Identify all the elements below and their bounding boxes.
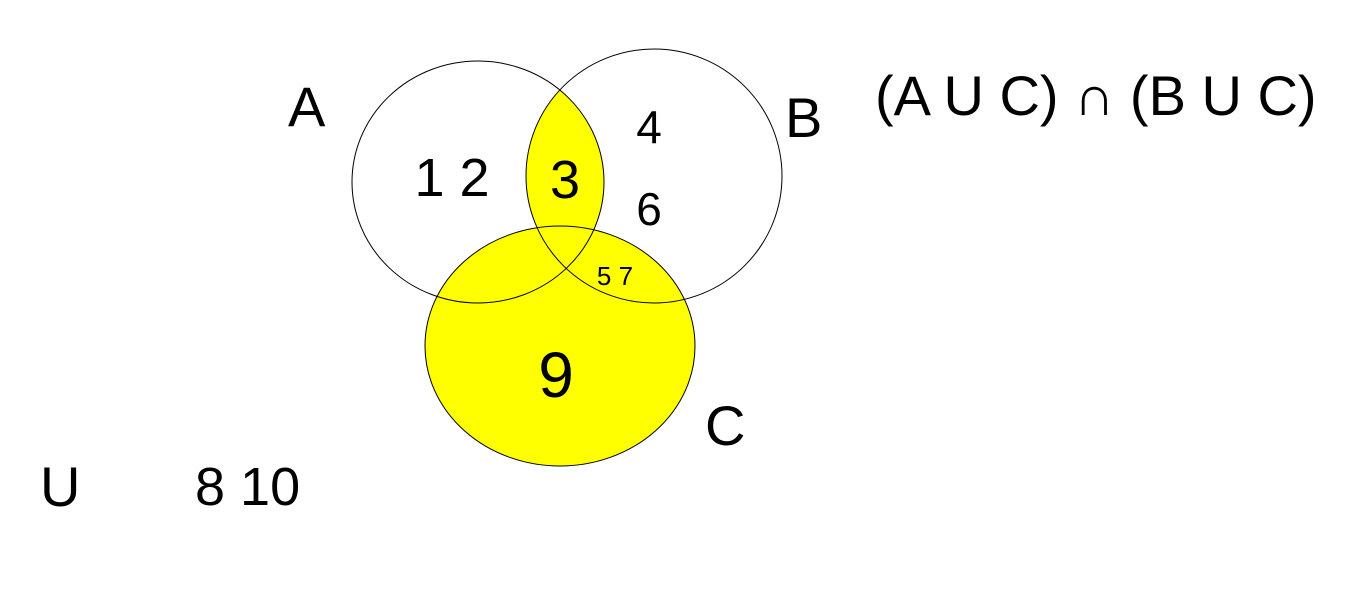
circle-a	[351, 60, 605, 304]
region-b-c-elements: 5 7	[597, 261, 633, 291]
universe-outside-elements: 8 10	[195, 457, 300, 517]
set-label-b: B	[785, 86, 822, 149]
set-label-c: C	[705, 394, 745, 457]
shaded-region-c	[425, 226, 695, 466]
set-expression: (A U C) ∩ (B U C)	[875, 64, 1317, 127]
region-a-b-elements: 3	[550, 150, 580, 210]
region-b-only-element-bottom: 6	[636, 183, 662, 235]
universe-label: U	[40, 455, 80, 518]
region-b-only-element-top: 4	[636, 101, 662, 153]
set-label-a: A	[288, 75, 326, 138]
circle-c	[424, 225, 696, 467]
region-a-only-elements: 1 2	[414, 148, 489, 208]
region-c-only-elements: 9	[538, 339, 574, 411]
circle-b	[525, 48, 783, 304]
